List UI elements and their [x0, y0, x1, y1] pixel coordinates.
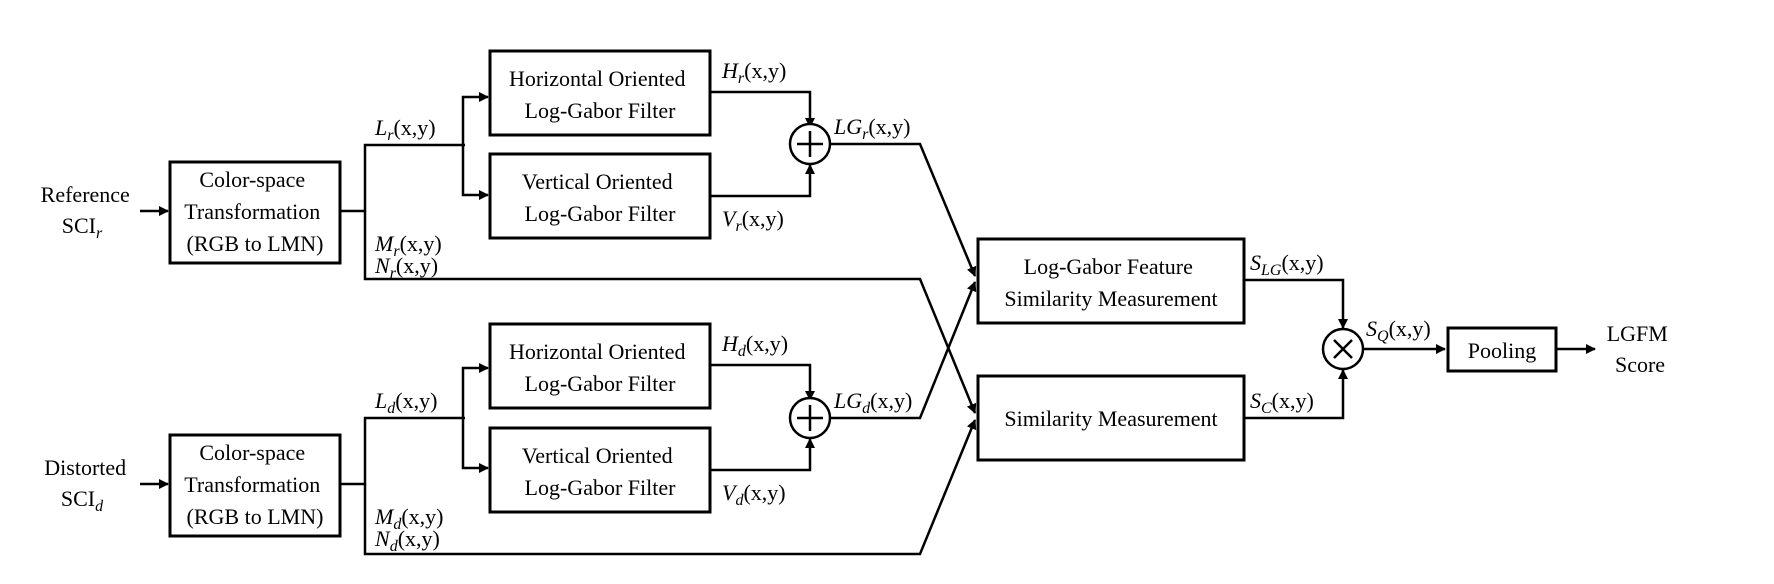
signal-s-q: SQ(x,y): [1366, 316, 1431, 345]
arrow-mnd-to-sim: [363, 419, 977, 556]
sum-node-distorted: [788, 396, 832, 440]
color-space-transform-distorted-box: [168, 433, 342, 538]
arrow-to-hlg-r: [461, 92, 489, 145]
signal-s-lg: SLG(x,y): [1250, 250, 1324, 279]
vertical-log-gabor-reference-box: [488, 152, 712, 240]
arrow-to-hlg-d: [461, 363, 489, 418]
signal-lg-r: LGr(x,y): [833, 114, 911, 143]
arrow-sc-to-product: [1244, 369, 1348, 420]
signal-n-d: Nd(x,y): [374, 526, 440, 555]
cst-distorted-label: Color-space Transformation (RGB to LMN): [184, 440, 326, 529]
pooling-box: [1446, 326, 1558, 373]
vertical-log-gabor-distorted-box: [488, 426, 712, 514]
arrow-mnr-to-sim: [363, 211, 977, 414]
arrow-to-vlg-d: [461, 418, 489, 473]
signal-s-c: SC(x,y): [1250, 388, 1314, 417]
signal-m-r: Mr(x,y): [374, 231, 442, 260]
signal-l-d: Ld(x,y): [374, 388, 437, 417]
log-gabor-feature-similarity-box: [976, 237, 1246, 325]
pooling-label: Pooling: [1468, 338, 1536, 363]
arrow-vd-to-sum: [710, 438, 815, 472]
arrow-vr-to-sum: [710, 164, 815, 198]
signal-m-d: Md(x,y): [374, 504, 443, 533]
signal-v-r: Vr(x,y): [722, 206, 784, 235]
lgfs-label: Log-Gabor Feature Similarity Measurement: [1004, 254, 1217, 311]
signal-lg-d: LGd(x,y): [833, 388, 912, 417]
hlg-reference-label: Horizontal Oriented Log-Gabor Filter: [509, 66, 691, 123]
wire-cst-d-to-split: [340, 416, 465, 486]
cst-reference-label: Color-space Transformation (RGB to LMN): [184, 167, 326, 256]
arrow-to-vlg-r: [461, 145, 489, 200]
hlg-distorted-label: Horizontal Oriented Log-Gabor Filter: [509, 339, 691, 396]
sum-node-reference: [788, 122, 832, 166]
signal-n-r: Nr(x,y): [374, 253, 438, 282]
arrow-slg-to-product: [1244, 278, 1348, 329]
similarity-label: Similarity Measurement: [1004, 406, 1217, 431]
signal-v-d: Vd(x,y): [722, 480, 786, 509]
reference-input-label: Reference SCIr: [41, 182, 136, 242]
arrow-hr-to-sum: [710, 90, 815, 128]
signal-l-r: Lr(x,y): [374, 115, 436, 144]
arrow-hd-to-sum: [710, 363, 815, 401]
wire-cst-r-to-split: [340, 143, 465, 213]
arrow-lgd-to-lgfs: [831, 281, 977, 420]
signal-h-r: Hr(x,y): [721, 58, 786, 87]
product-node: [1321, 327, 1365, 371]
horizontal-log-gabor-reference-box: [488, 49, 712, 137]
connections: [140, 90, 1596, 556]
signal-h-d: Hd(x,y): [721, 331, 788, 360]
horizontal-log-gabor-distorted-box: [488, 322, 712, 410]
color-space-transform-reference-box: [168, 160, 342, 265]
vlg-reference-label: Vertical Oriented Log-Gabor Filter: [522, 169, 678, 226]
distorted-input-label: Distorted SCId: [44, 455, 131, 515]
output-score-label: LGFM Score: [1607, 321, 1674, 377]
similarity-measurement-box: [976, 374, 1246, 462]
arrow-lgr-to-lgfs: [831, 142, 977, 277]
vlg-distorted-label: Vertical Oriented Log-Gabor Filter: [522, 443, 678, 500]
